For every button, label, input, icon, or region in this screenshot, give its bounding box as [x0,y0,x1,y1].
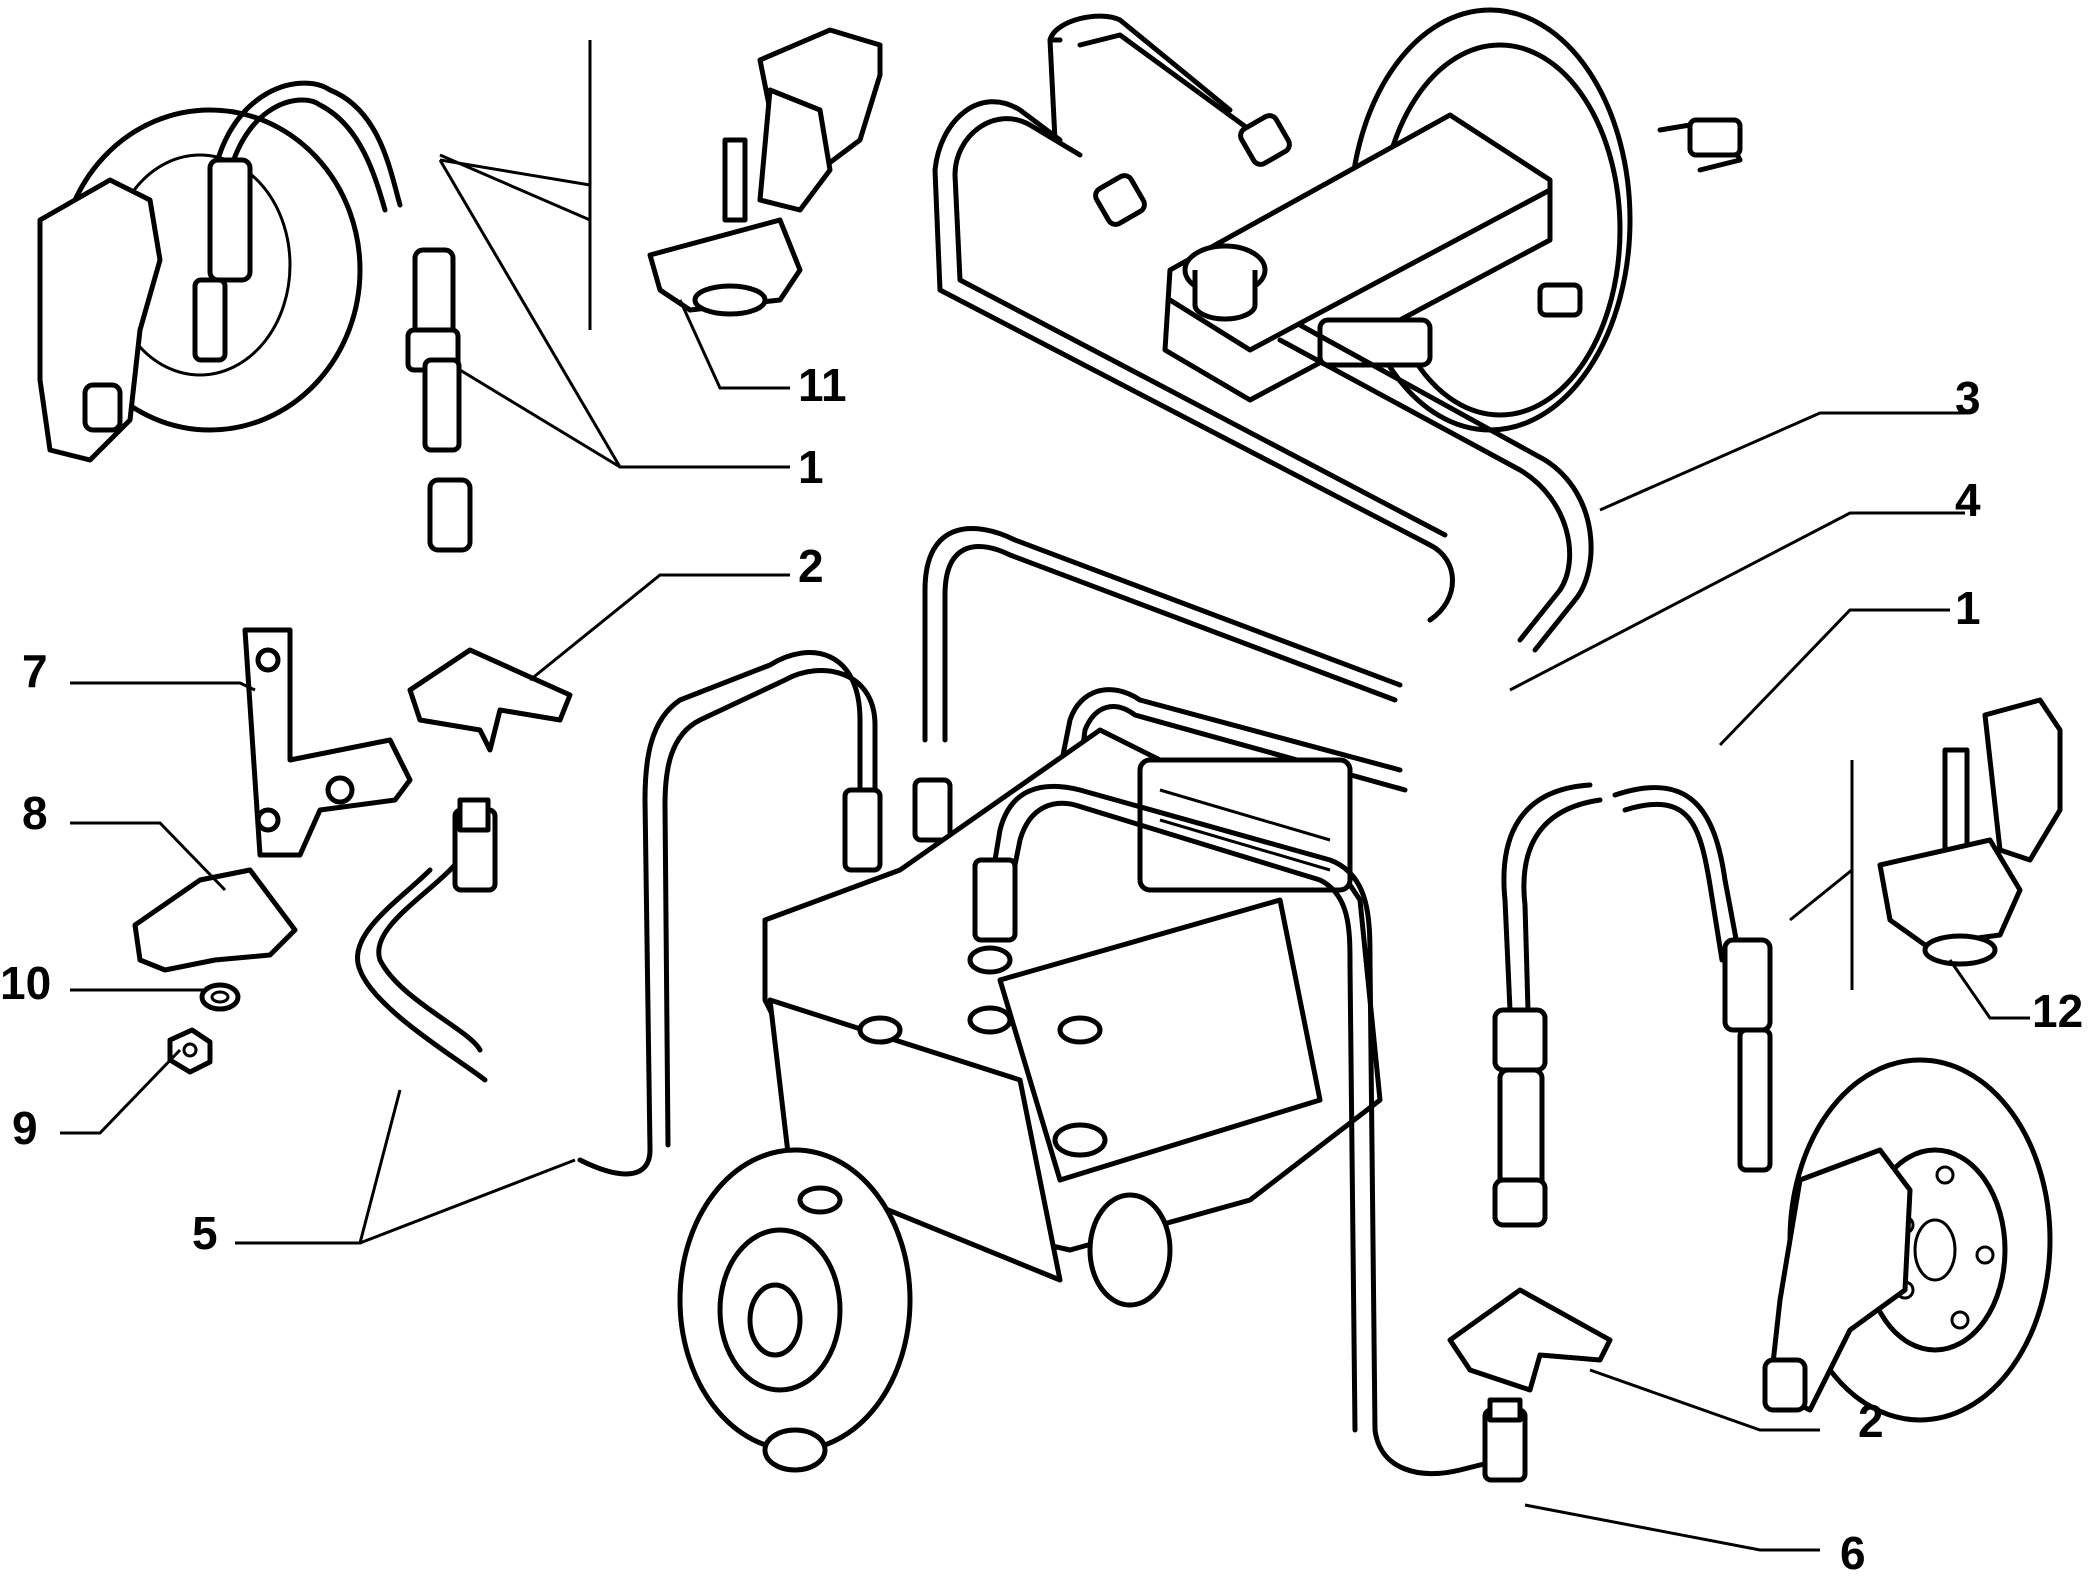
callout-1-top: 1 [798,441,824,493]
abs-hydraulic-unit [677,727,1383,1473]
brake-pipe-3 [932,13,1594,653]
brake-hose-right [1492,782,1773,1228]
callout-10: 10 [0,957,52,1009]
brake-pipe-4 [912,526,1408,843]
callout-3: 3 [1955,372,1981,424]
callout-2-bottom: 2 [1858,1395,1884,1447]
clip-part-8 [132,867,298,973]
retaining-clip-part-2-bottom [1447,1287,1613,1393]
leader-lines [60,159,2030,1552]
retaining-clip-part-2-top [407,647,573,753]
hose-clip-part-12 [1877,697,2063,967]
front-right-brake-disc-caliper [1762,1057,2053,1423]
hose-clip-part-11 [647,27,883,317]
callout-7: 7 [22,645,48,697]
brake-hose-top-left [192,80,473,553]
callout-1-right-bracket [1789,760,1854,990]
brake-pipe-6 [972,783,1528,1483]
callout-8: 8 [22,787,48,839]
callout-4: 4 [1955,474,1981,526]
nut-part-9 [167,1027,213,1075]
bracket-part-7 [242,627,413,858]
brake-pipe-5 [355,650,883,1177]
callout-11: 11 [798,359,847,411]
callout-2-top: 2 [798,540,824,592]
brake-booster-master-cylinder [1162,7,1743,433]
callout-1-right: 1 [1955,582,1981,634]
callout-1-top-bracket [439,40,592,330]
front-left-brake-disc-caliper [37,107,363,463]
washer-part-10 [199,982,241,1012]
callout-12: 12 [2032,985,2084,1037]
callout-6: 6 [1840,1527,1866,1579]
callout-9: 9 [12,1102,38,1154]
callout-5: 5 [192,1207,218,1259]
